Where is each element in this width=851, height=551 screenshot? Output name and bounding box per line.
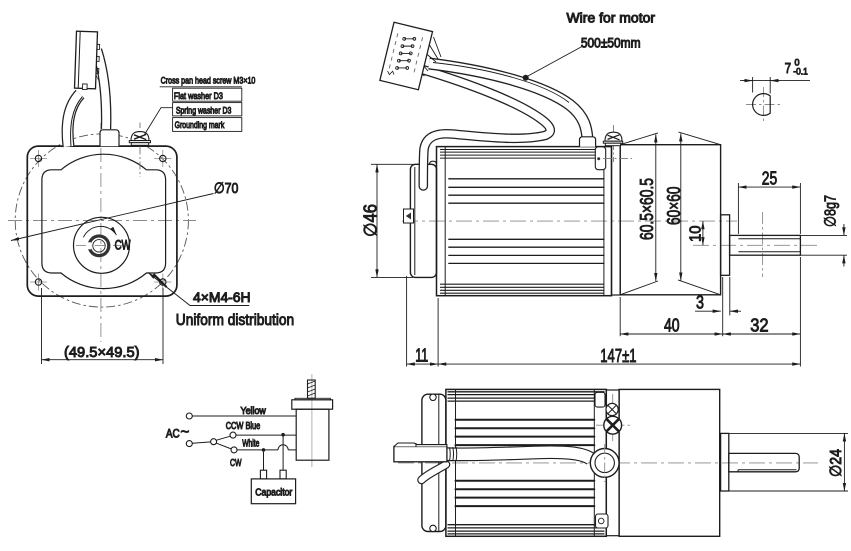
svg-text:-0.1: -0.1	[793, 67, 808, 77]
svg-text:Yellow: Yellow	[241, 406, 267, 417]
svg-text:CW: CW	[115, 237, 132, 253]
svg-text:∅70: ∅70	[214, 180, 239, 197]
svg-text:Capacitor: Capacitor	[255, 488, 293, 499]
svg-text:7: 7	[785, 60, 792, 77]
svg-text:AC: AC	[166, 429, 180, 441]
svg-text:500±50mm: 500±50mm	[581, 35, 641, 50]
svg-text:3: 3	[696, 293, 704, 313]
svg-text:~: ~	[181, 424, 190, 441]
svg-text:CW: CW	[230, 458, 242, 469]
svg-text:CCW Blue: CCW Blue	[226, 421, 261, 432]
svg-text:60.5×60.5: 60.5×60.5	[637, 178, 657, 240]
svg-text:32: 32	[750, 316, 768, 336]
svg-text:0: 0	[795, 58, 800, 68]
svg-text:10: 10	[688, 225, 705, 242]
svg-text:4×M4-6H: 4×M4-6H	[193, 290, 251, 305]
svg-text:∅24: ∅24	[828, 449, 845, 477]
svg-text:Uniform distribution: Uniform distribution	[176, 312, 294, 329]
svg-text:Flat washer D3: Flat washer D3	[174, 91, 223, 102]
svg-text:Cross pan head screw M3×10: Cross pan head screw M3×10	[161, 76, 256, 87]
svg-text:11: 11	[415, 346, 428, 366]
svg-text:Grounding mark: Grounding mark	[175, 120, 225, 131]
svg-text:White: White	[242, 439, 259, 450]
svg-text:60×60: 60×60	[664, 187, 684, 226]
svg-text:Wire for motor: Wire for motor	[567, 11, 656, 26]
svg-text:(49.5×49.5): (49.5×49.5)	[64, 344, 140, 361]
svg-text:Spring washer D3: Spring washer D3	[176, 106, 232, 117]
svg-text:147±1: 147±1	[600, 346, 636, 366]
svg-text:∅8g7: ∅8g7	[823, 195, 840, 227]
svg-text:25: 25	[762, 169, 778, 189]
svg-text:∅46: ∅46	[360, 204, 380, 237]
svg-text:40: 40	[664, 316, 680, 336]
